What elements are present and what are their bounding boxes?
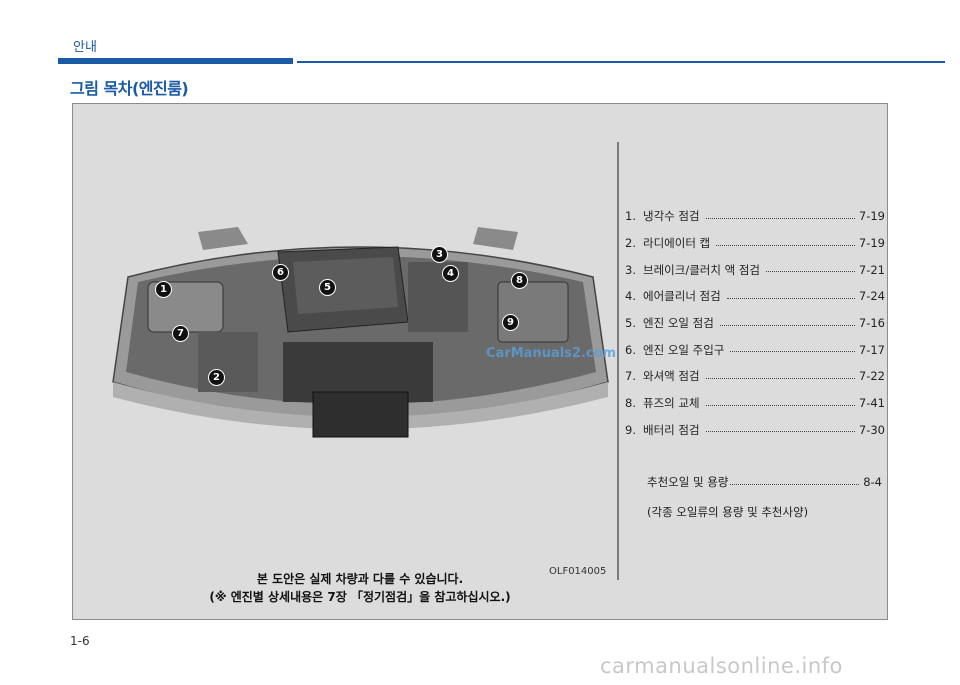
toc-item[interactable]: 8. 퓨즈의 교체 7-41 [625, 390, 885, 417]
toc-item-number: 2. [625, 236, 636, 251]
extra-page: 8-4 [863, 475, 882, 489]
toc-item-label: 라디에이터 캡 [643, 236, 711, 251]
toc-item-page: 7-19 [858, 236, 885, 251]
toc-leader [705, 397, 855, 406]
figure-code: OLF014005 [549, 566, 607, 577]
callout-5: 5 [319, 279, 336, 296]
toc-item[interactable]: 3. 브레이크/클러치 액 점검 7-21 [625, 256, 885, 283]
toc-leader [726, 290, 855, 299]
toc-item-label: 브레이크/클러치 액 점검 [643, 262, 760, 277]
header-rule-thick [58, 58, 293, 64]
figure-caption: 본 도안은 실제 차량과 다를 수 있습니다. (※ 엔진별 상세내용은 7장 … [120, 570, 600, 606]
extra-leader [730, 476, 860, 485]
toc-item-label: 냉각수 점검 [643, 209, 700, 224]
page-title: 그림 목차(엔진룸) [70, 79, 189, 98]
toc-item-label: 엔진 오일 점검 [643, 316, 714, 331]
toc-item[interactable]: 1. 냉각수 점검 7-19 [625, 203, 885, 230]
figure-watermark: CarManuals2.com [486, 346, 617, 361]
toc-item-page: 7-41 [858, 396, 885, 411]
toc-item[interactable]: 2. 라디에이터 캡 7-19 [625, 230, 885, 257]
engine-bay-illustration [112, 227, 609, 438]
callout-1: 1 [155, 281, 172, 298]
toc-item-label: 엔진 오일 주입구 [643, 342, 725, 357]
toc-leader [766, 263, 855, 273]
callout-7: 7 [172, 325, 189, 342]
toc-item-page: 7-22 [858, 369, 885, 384]
toc-item[interactable]: 6. 엔진 오일 주입구 7-17 [625, 336, 885, 363]
extra-subtitle: (각종 오일류의 용량 및 추천사양) [647, 505, 809, 519]
recommended-oil-entry[interactable]: 추천오일 및 용량 8-4 (각종 오일류의 용량 및 추천사양) [647, 472, 882, 520]
toc-item-label: 배터리 점검 [643, 422, 700, 437]
toc-item-page: 7-17 [858, 342, 885, 357]
site-watermark: carmanualsonline.info [600, 654, 843, 678]
toc-item-number: 5. [625, 316, 636, 331]
toc-item-label: 와셔액 점검 [643, 369, 700, 384]
toc-item-label: 퓨즈의 교체 [643, 396, 700, 411]
caption-line-1: 본 도안은 실제 차량과 다를 수 있습니다. [256, 572, 464, 586]
toc-leader [705, 370, 855, 379]
toc-item[interactable]: 7. 와셔액 점검 7-22 [625, 363, 885, 390]
callout-3: 3 [431, 246, 448, 263]
toc-item[interactable]: 4. 에어클리너 점검 7-24 [625, 283, 885, 310]
toc-item-label: 에어클리너 점검 [643, 289, 721, 304]
extra-label: 추천오일 및 용량 [647, 475, 729, 489]
toc-divider [617, 142, 619, 580]
toc-leader [730, 343, 855, 353]
header-rule-thin [297, 61, 945, 63]
toc-leader [705, 210, 855, 219]
toc-item-number: 7. [625, 369, 636, 384]
toc-item[interactable]: 5. 엔진 오일 점검 7-16 [625, 310, 885, 337]
toc-item-number: 8. [625, 396, 636, 411]
toc-leader [705, 423, 855, 433]
toc-list: 1. 냉각수 점검 7-19 2. 라디에이터 캡 7-19 3. 브레이크/클러치 액 … [625, 203, 885, 443]
callout-9: 9 [502, 314, 519, 331]
callout-6: 6 [272, 264, 289, 281]
toc-item-page: 7-16 [858, 316, 885, 331]
toc-item-number: 1. [625, 209, 636, 224]
toc-leader [719, 317, 855, 326]
toc-item[interactable]: 9. 배터리 점검 7-30 [625, 417, 885, 444]
toc-item-page: 7-30 [858, 422, 885, 437]
caption-line-2: (※ 엔진별 상세내용은 7장 「정기점검」을 참고하십시오.) [209, 590, 511, 604]
toc-item-number: 9. [625, 422, 636, 437]
callout-8: 8 [511, 272, 528, 289]
toc-item-number: 6. [625, 342, 636, 357]
callout-4: 4 [442, 265, 459, 282]
toc-item-number: 4. [625, 289, 636, 304]
page-number: 1-6 [70, 634, 90, 648]
callout-2: 2 [208, 369, 225, 386]
toc-item-number: 3. [625, 262, 636, 277]
section-label: 안내 [73, 40, 97, 55]
toc-leader [716, 237, 855, 246]
toc-item-page: 7-19 [858, 209, 885, 224]
toc-item-page: 7-24 [858, 289, 885, 304]
toc-item-page: 7-21 [858, 262, 885, 277]
